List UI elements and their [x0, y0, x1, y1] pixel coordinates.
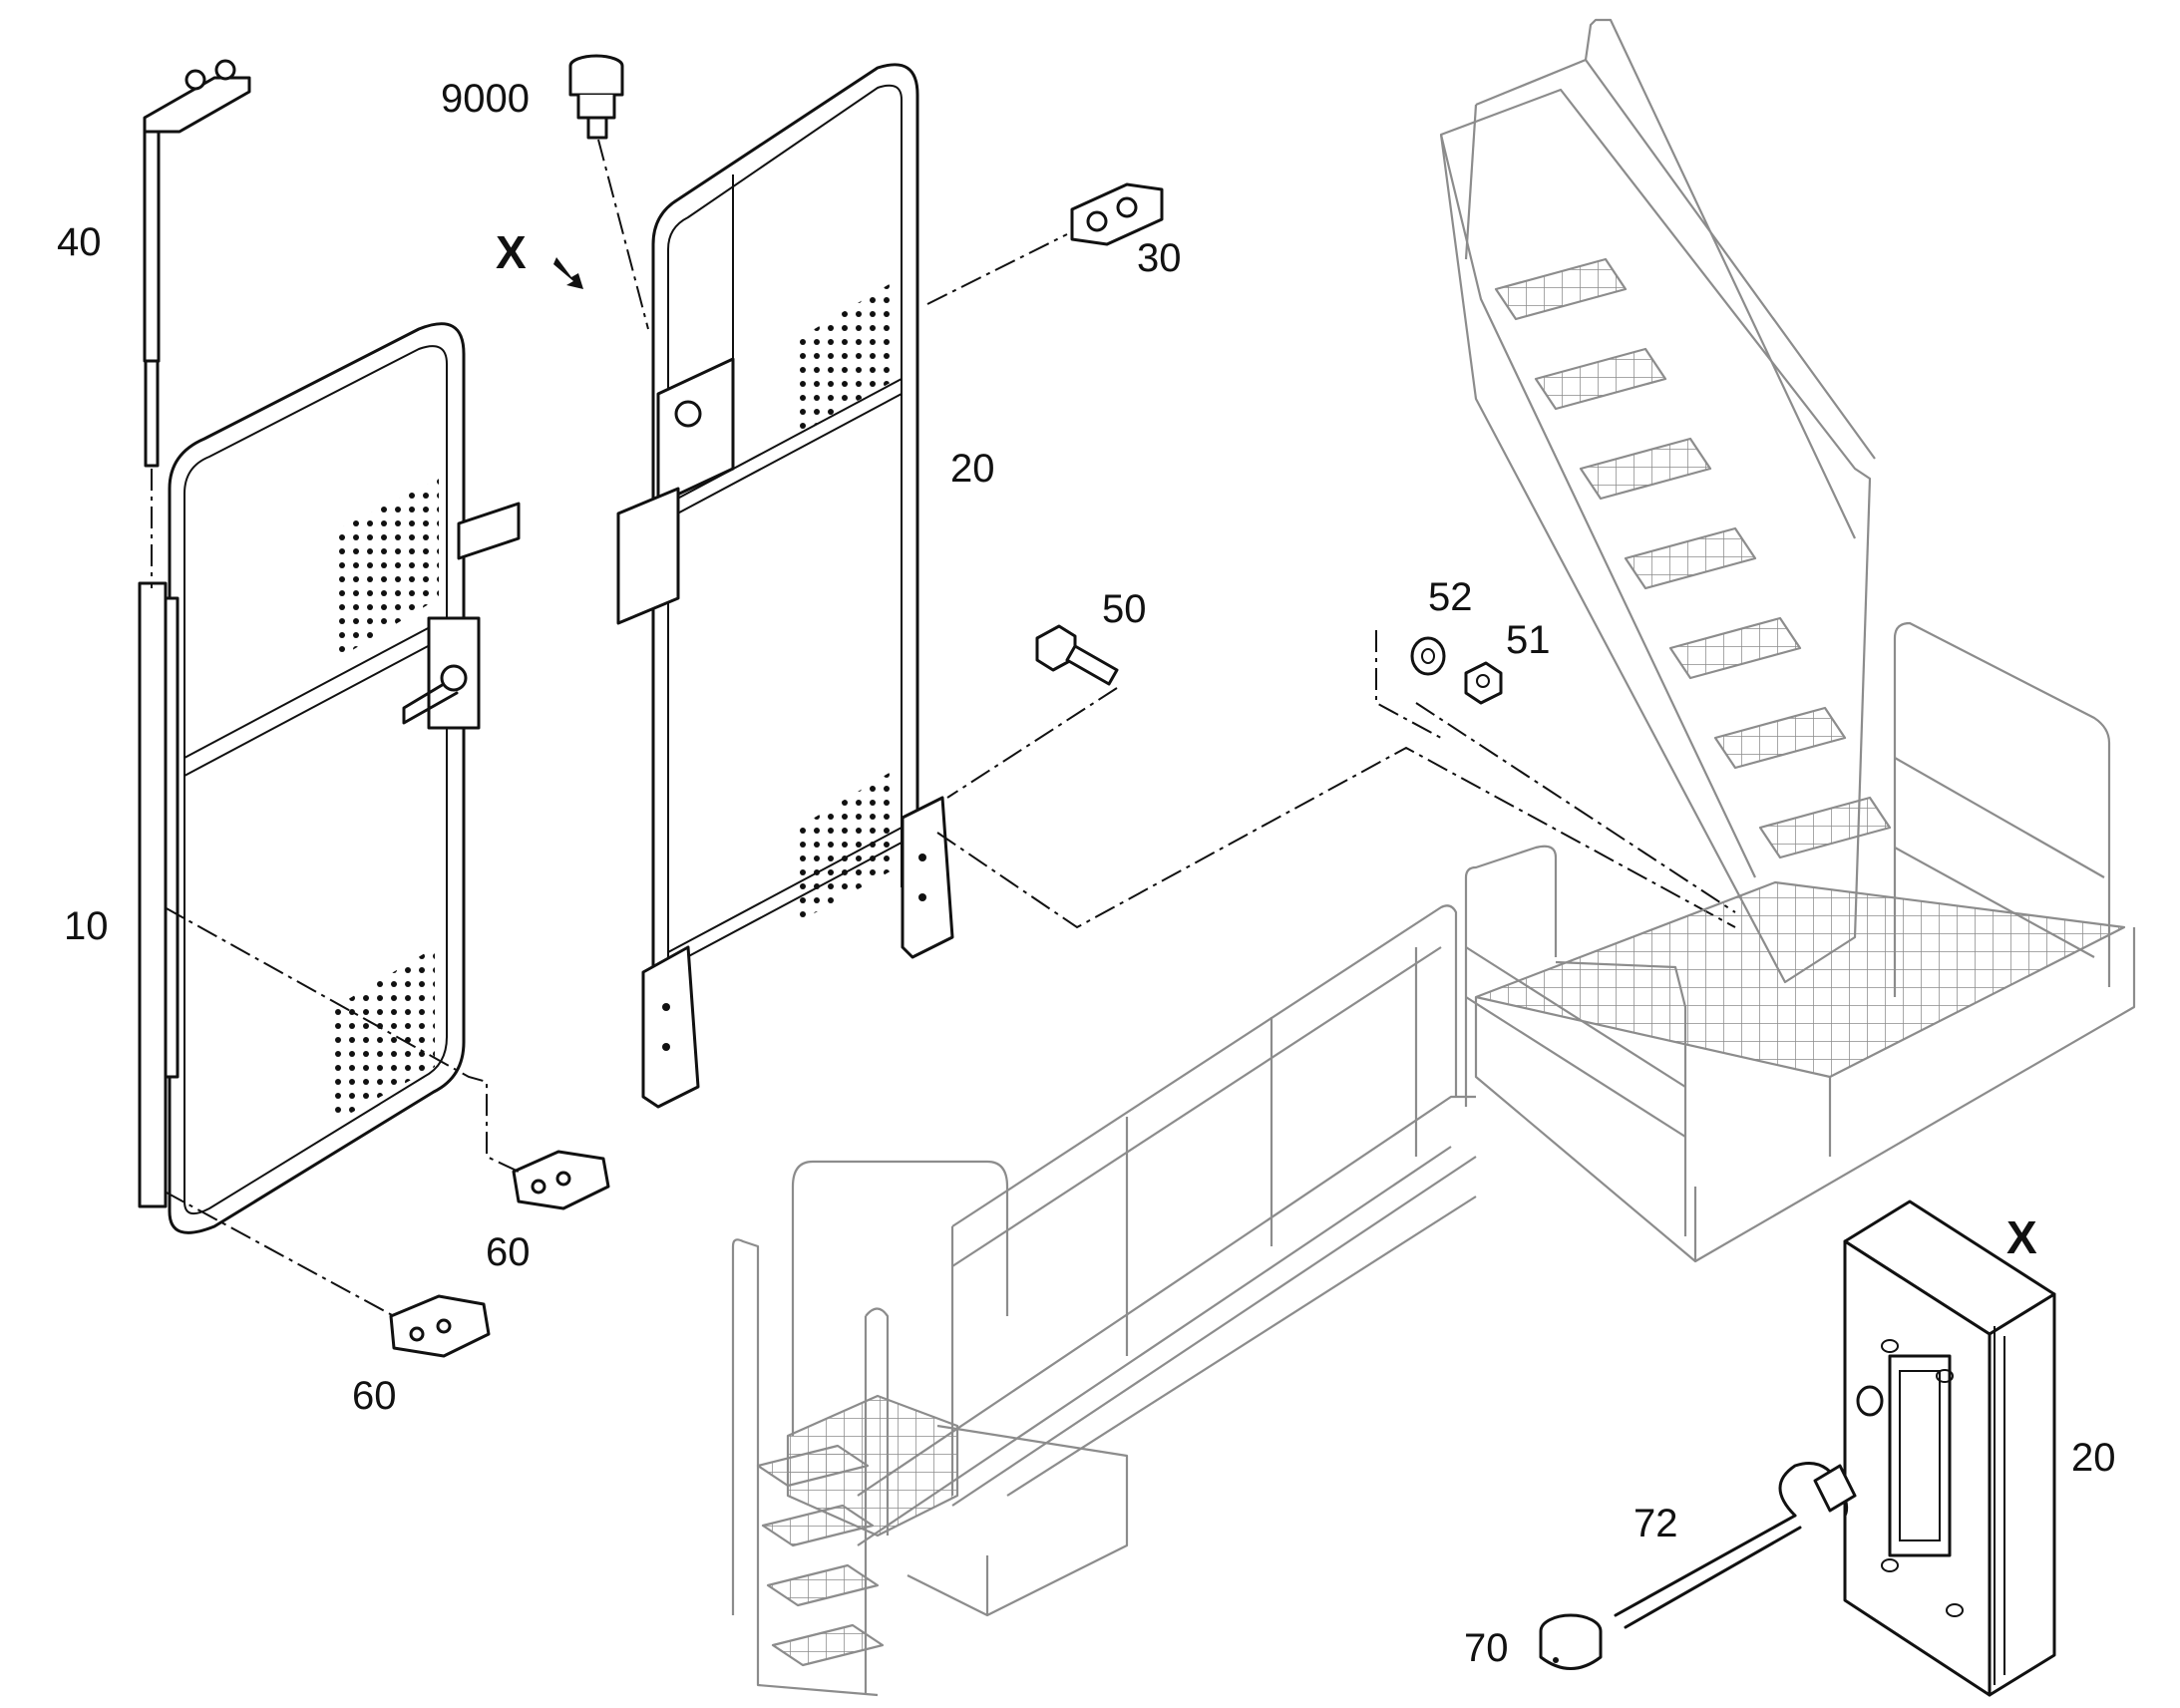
bolt-part-50 — [1035, 624, 1119, 686]
cap-part-70 — [1539, 1613, 1603, 1670]
nut-part-51 — [1464, 661, 1503, 705]
callout-30: 30 — [1137, 236, 1182, 280]
callout-view-x: X — [496, 226, 527, 278]
callout-50: 50 — [1102, 587, 1147, 631]
push-button-part-9000 — [568, 54, 624, 140]
callout-60-lower: 60 — [352, 1374, 397, 1418]
callout-20-detail: 20 — [2071, 1436, 2116, 1480]
washer-part-52 — [1410, 636, 1446, 676]
key-part-72 — [1614, 1462, 1857, 1629]
lock-box-detail-part-20 — [1843, 1199, 2056, 1697]
callout-52: 52 — [1428, 575, 1473, 619]
right-gate-part-20 — [616, 63, 954, 1109]
left-gate-part-10 — [138, 322, 521, 1234]
clamp-part-30 — [1070, 182, 1164, 246]
clamp-part-60-upper — [512, 1150, 610, 1210]
stair-platform-assembly — [731, 18, 2136, 1697]
callout-60-upper: 60 — [486, 1230, 531, 1274]
callout-40: 40 — [57, 220, 102, 264]
callout-9000: 9000 — [441, 77, 530, 121]
hinge-pin-part-40 — [143, 59, 251, 468]
callout-51: 51 — [1506, 618, 1551, 662]
callout-70: 70 — [1464, 1626, 1509, 1670]
callout-72: 72 — [1634, 1502, 1678, 1545]
callout-10: 10 — [64, 904, 109, 948]
callout-detail-x: X — [2006, 1211, 2037, 1263]
clamp-part-60-lower — [389, 1294, 491, 1358]
view-arrow-icon — [553, 257, 583, 289]
callout-20-gate: 20 — [950, 447, 995, 491]
